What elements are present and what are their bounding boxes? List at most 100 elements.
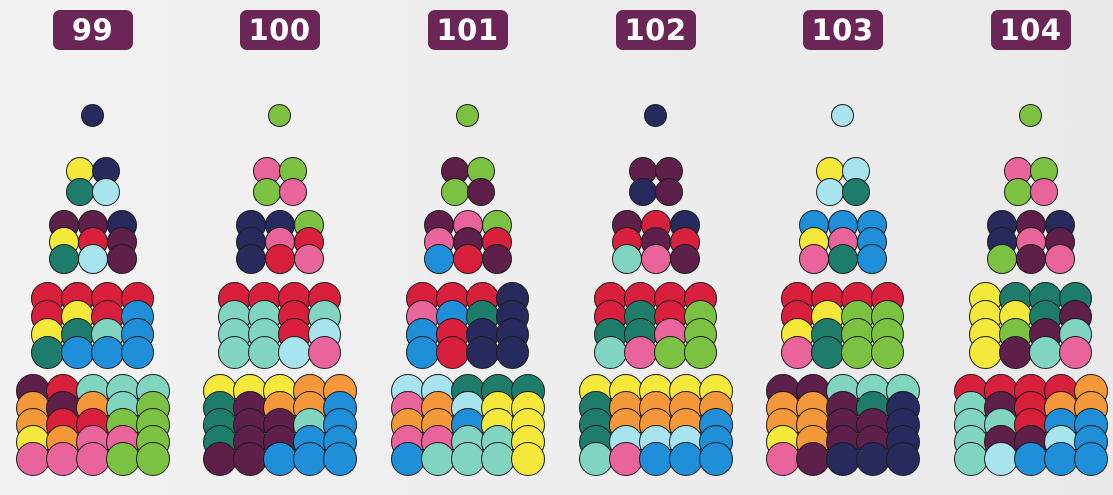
green-ball — [106, 442, 140, 476]
blue-ball — [857, 244, 887, 274]
maroon-ball — [796, 442, 830, 476]
blue-ball — [91, 336, 124, 369]
puzzle-100: 100 — [192, 0, 367, 495]
green-ball — [268, 104, 291, 127]
pink-ball — [609, 442, 643, 476]
blue-ball — [406, 336, 439, 369]
pink-ball — [766, 442, 800, 476]
navy-ball — [856, 442, 890, 476]
green-ball — [136, 442, 170, 476]
light-blue-ball — [816, 178, 844, 206]
teal-ball — [811, 336, 844, 369]
blue-ball — [323, 442, 357, 476]
blue-ball — [669, 442, 703, 476]
blue-ball — [699, 442, 733, 476]
puzzle-99: 99 — [5, 0, 180, 495]
puzzle-number-badge: 101 — [428, 10, 508, 50]
pink-ball — [1030, 178, 1058, 206]
green-ball — [253, 178, 281, 206]
yellow-ball — [511, 442, 545, 476]
pink-ball — [781, 336, 814, 369]
aqua-ball — [594, 336, 627, 369]
puzzle-number-badge: 104 — [991, 10, 1071, 50]
blue-ball — [1074, 442, 1108, 476]
green-ball — [684, 336, 717, 369]
blue-ball — [61, 336, 94, 369]
blue-ball — [293, 442, 327, 476]
red-ball — [265, 244, 295, 274]
maroon-ball — [1016, 244, 1046, 274]
green-ball — [841, 336, 874, 369]
blue-ball — [1014, 442, 1048, 476]
teal-ball — [842, 178, 870, 206]
navy-ball — [466, 336, 499, 369]
pink-ball — [279, 178, 307, 206]
light-blue-ball — [984, 442, 1018, 476]
puzzle-number-badge: 100 — [240, 10, 320, 50]
aqua-ball — [218, 336, 251, 369]
puzzle-103: 103 — [755, 0, 930, 495]
puzzle-104: 104 — [943, 0, 1113, 495]
maroon-ball — [999, 336, 1032, 369]
maroon-ball — [233, 442, 267, 476]
blue-ball — [121, 336, 154, 369]
pink-ball — [46, 442, 80, 476]
red-ball — [453, 244, 483, 274]
teal-ball — [31, 336, 64, 369]
pink-ball — [1045, 244, 1075, 274]
yellow-ball — [969, 336, 1002, 369]
maroon-ball — [482, 244, 512, 274]
pink-ball — [76, 442, 110, 476]
puzzle-101: 101 — [380, 0, 555, 495]
maroon-ball — [107, 244, 137, 274]
puzzle-number-badge: 103 — [803, 10, 883, 50]
maroon-ball — [467, 178, 495, 206]
pink-ball — [799, 244, 829, 274]
blue-ball — [424, 244, 454, 274]
maroon-ball — [670, 244, 700, 274]
aqua-ball — [612, 244, 642, 274]
green-ball — [871, 336, 904, 369]
blue-ball — [263, 442, 297, 476]
green-ball — [1019, 104, 1042, 127]
pink-ball — [624, 336, 657, 369]
navy-ball — [644, 104, 667, 127]
aqua-ball — [1029, 336, 1062, 369]
green-ball — [1004, 178, 1032, 206]
navy-ball — [826, 442, 860, 476]
navy-ball — [496, 336, 529, 369]
aqua-ball — [421, 442, 455, 476]
navy-ball — [629, 178, 657, 206]
blue-ball — [639, 442, 673, 476]
navy-ball — [886, 442, 920, 476]
green-ball — [987, 244, 1017, 274]
aqua-ball — [451, 442, 485, 476]
teal-ball — [66, 178, 94, 206]
green-ball — [654, 336, 687, 369]
aqua-ball — [481, 442, 515, 476]
maroon-ball — [655, 178, 683, 206]
green-ball — [456, 104, 479, 127]
puzzle-number-badge: 99 — [53, 10, 133, 50]
blue-ball — [391, 442, 425, 476]
pink-ball — [308, 336, 341, 369]
puzzle-number-badge: 102 — [616, 10, 696, 50]
aqua-ball — [954, 442, 988, 476]
puzzle-102: 102 — [568, 0, 743, 495]
pink-ball — [16, 442, 50, 476]
light-blue-ball — [278, 336, 311, 369]
green-ball — [441, 178, 469, 206]
navy-ball — [81, 104, 104, 127]
pink-ball — [294, 244, 324, 274]
teal-ball — [49, 244, 79, 274]
pink-ball — [641, 244, 671, 274]
maroon-ball — [203, 442, 237, 476]
pink-ball — [1059, 336, 1092, 369]
navy-ball — [236, 244, 266, 274]
red-ball — [436, 336, 469, 369]
blue-ball — [1044, 442, 1078, 476]
light-blue-ball — [831, 104, 854, 127]
aqua-ball — [579, 442, 613, 476]
light-blue-ball — [78, 244, 108, 274]
